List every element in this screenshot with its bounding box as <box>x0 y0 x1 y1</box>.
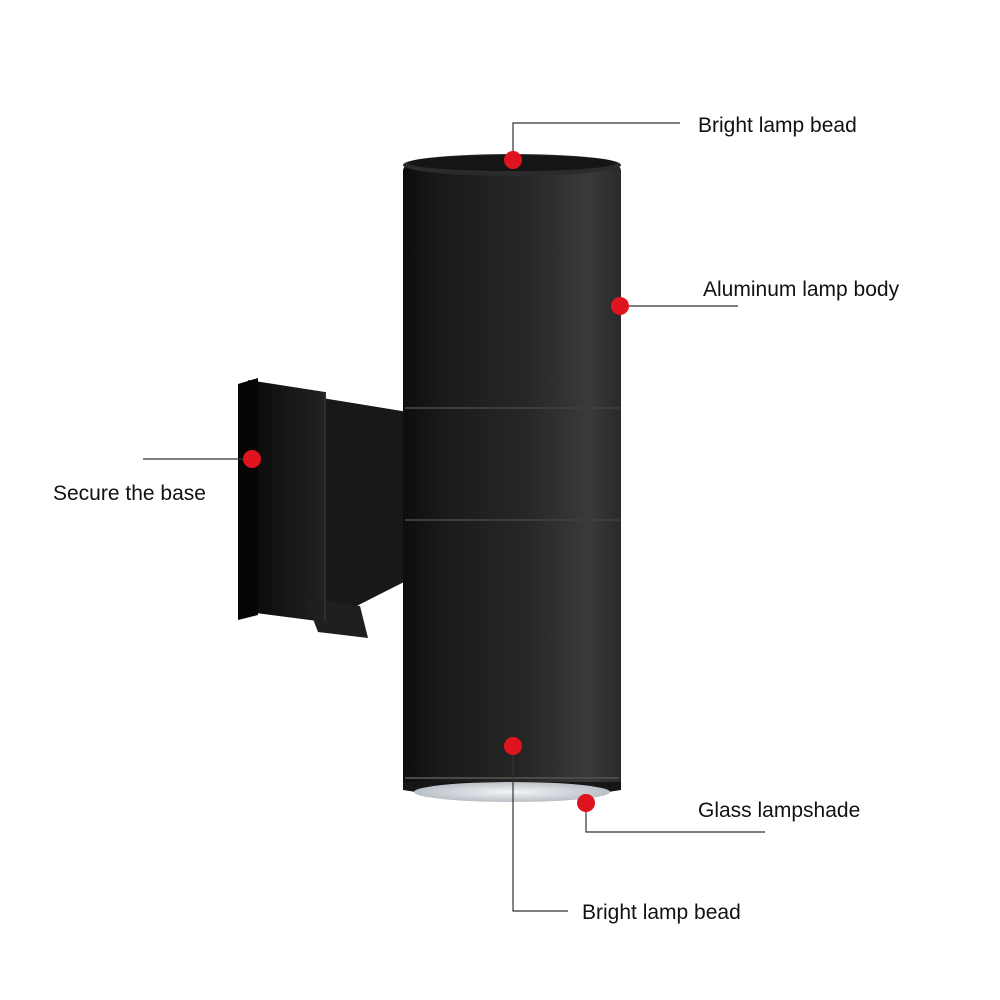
wall-bracket <box>238 378 408 638</box>
glass-lampshade <box>414 782 610 802</box>
callout-top-bead-label: Bright lamp bead <box>698 114 857 137</box>
leader-lines <box>143 122 765 912</box>
lamp-body-marker-icon <box>611 297 629 315</box>
top-bead-marker-icon <box>504 151 522 169</box>
lampshade-marker-icon <box>577 794 595 812</box>
lamp-cylinder <box>403 154 621 802</box>
bottom-bead-marker-icon <box>504 737 522 755</box>
leader-lampshade <box>585 803 765 833</box>
callout-lampshade-label: Glass lampshade <box>698 799 861 822</box>
markers <box>243 151 629 812</box>
leader-top-bead <box>512 122 680 160</box>
callout-bottom-bead-label: Bright lamp bead <box>582 901 741 924</box>
leader-bottom-bead <box>512 746 568 912</box>
base-marker-icon <box>243 450 261 468</box>
callout-lamp-body-label: Aluminum lamp body <box>703 278 900 301</box>
callout-base-label: Secure the base <box>53 482 206 505</box>
